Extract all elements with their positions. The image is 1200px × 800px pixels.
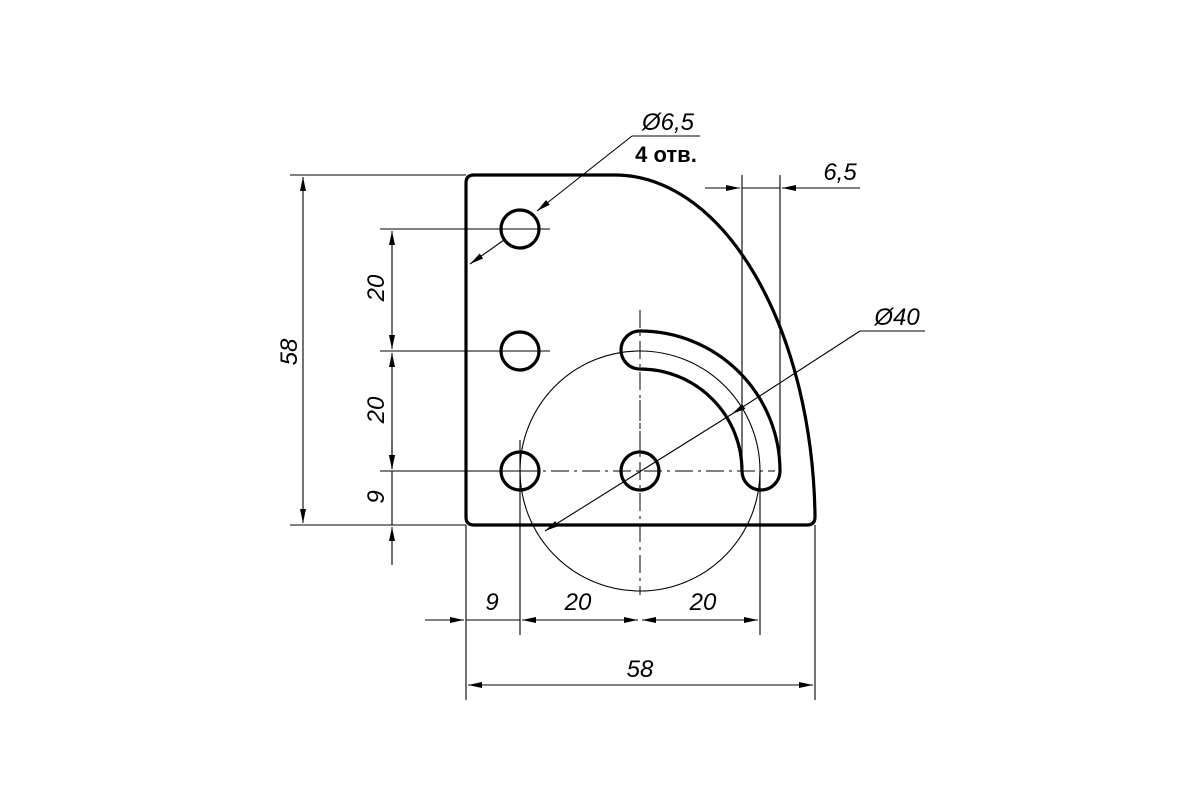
leader-circle-diameter-diag xyxy=(731,330,861,415)
dim-middle-x: 20 xyxy=(564,589,592,616)
leader-circle-diameter-diag2 xyxy=(544,413,733,532)
dim-lower-offset: 9 xyxy=(363,490,390,503)
part-outline xyxy=(464,173,817,527)
dim-overall-width: 58 xyxy=(627,656,654,683)
leader-hole-diameter-inner xyxy=(469,239,505,265)
dim-middle-spacing: 20 xyxy=(363,396,390,424)
leader-hole-diameter-diag xyxy=(536,135,633,212)
arc-slot xyxy=(619,329,782,492)
dim-left-offset: 9 xyxy=(485,589,498,616)
dim-overall-height: 58 xyxy=(276,338,303,365)
hole-diameter-label: Ø6,5 xyxy=(641,109,695,136)
hole-count-label: 4 отв. xyxy=(635,142,697,167)
dim-slot-width: 6,5 xyxy=(823,159,857,186)
dim-upper-spacing: 20 xyxy=(363,274,390,302)
circle-diameter-label: Ø40 xyxy=(873,304,920,331)
dim-right-x: 20 xyxy=(689,589,717,616)
